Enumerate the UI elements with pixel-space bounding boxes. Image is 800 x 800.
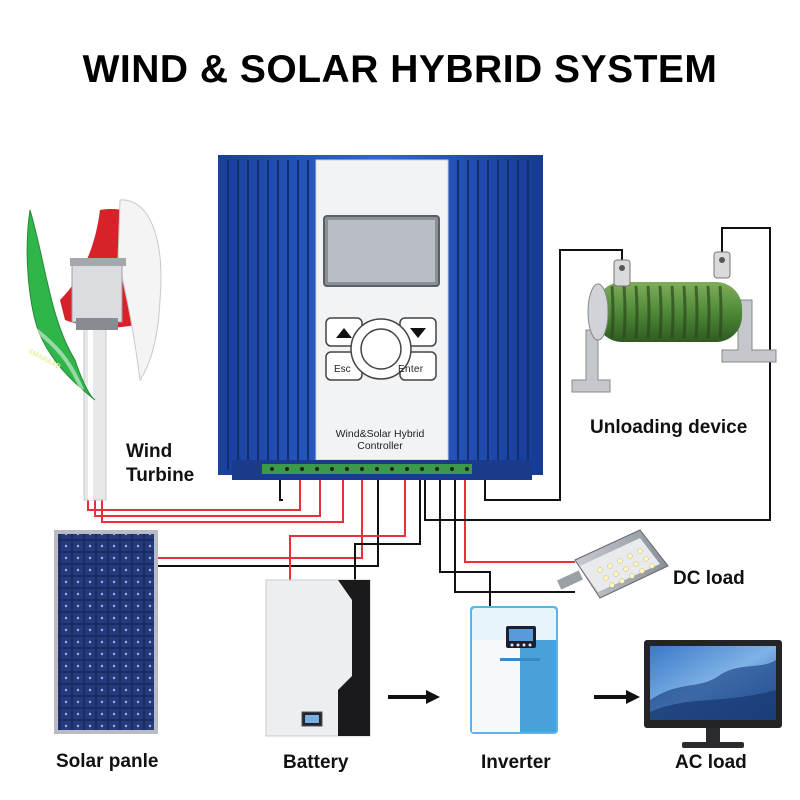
controller-label-line2: Controller [357, 440, 403, 452]
unloading-device [571, 251, 777, 393]
dc-load-lamp [557, 529, 669, 599]
wiring [87, 227, 771, 704]
enter-button-label: Enter [398, 364, 424, 375]
resistor-bracket-right [721, 299, 777, 363]
wire-solar-red [157, 480, 363, 559]
wire-turbine-red-1 [87, 480, 301, 511]
controller-label-line1: Wind&Solar Hybrid [335, 428, 425, 440]
battery [265, 579, 371, 737]
button-center [360, 328, 402, 370]
monitor-stand [706, 728, 720, 744]
battery-side-panel [338, 580, 370, 736]
wire-battery-red [289, 480, 406, 580]
wire-dc-red [464, 480, 575, 563]
resistor-lug-left [613, 259, 631, 287]
controller-label: Wind&Solar Hybrid Controller [320, 428, 440, 452]
wind-turbine-label-line2: Turbine [126, 465, 195, 486]
ac-load-monitor [644, 640, 782, 748]
monitor-base [682, 742, 744, 748]
solar-panel-cells [58, 534, 154, 730]
turbine-blade-green [26, 209, 96, 401]
inverter-label: Inverter [481, 752, 551, 773]
controller-front-panel [315, 159, 449, 461]
esc-button-label: Esc [334, 364, 351, 375]
resistor-lug-right [713, 251, 731, 279]
wire-unload-1 [484, 249, 623, 501]
wire-solar-black [157, 480, 379, 567]
resistor-bracket-left [571, 329, 611, 393]
wire-battery-black [354, 480, 421, 580]
turbine-blade-white [117, 199, 162, 382]
battery-label: Battery [283, 752, 349, 773]
dc-load-label: DC load [673, 568, 745, 589]
inverter [470, 606, 558, 734]
solar-panel [54, 530, 158, 734]
controller [218, 155, 543, 480]
wire-inverter-black [439, 480, 491, 606]
wind-turbine [26, 199, 162, 501]
unloading-device-label: Unloading device [590, 417, 748, 438]
wire-turbine-red-3 [101, 480, 344, 523]
wire-turbine-black [279, 480, 283, 501]
controller-fins [227, 160, 529, 470]
solar-panel-label: Solar panle [56, 751, 159, 772]
wire-dc-black [454, 480, 575, 593]
wire-turbine-red-2 [94, 480, 321, 517]
turbine-hub [71, 261, 123, 323]
resistor-body [596, 282, 742, 342]
wire-unload-2 [424, 227, 771, 521]
page-title: WIND & SOLAR HYBRID SYSTEM [82, 48, 718, 91]
ac-load-label: AC load [675, 752, 747, 773]
wind-turbine-label: Wind Turbine [126, 440, 194, 488]
wind-turbine-label-line1: Wind [126, 441, 173, 462]
